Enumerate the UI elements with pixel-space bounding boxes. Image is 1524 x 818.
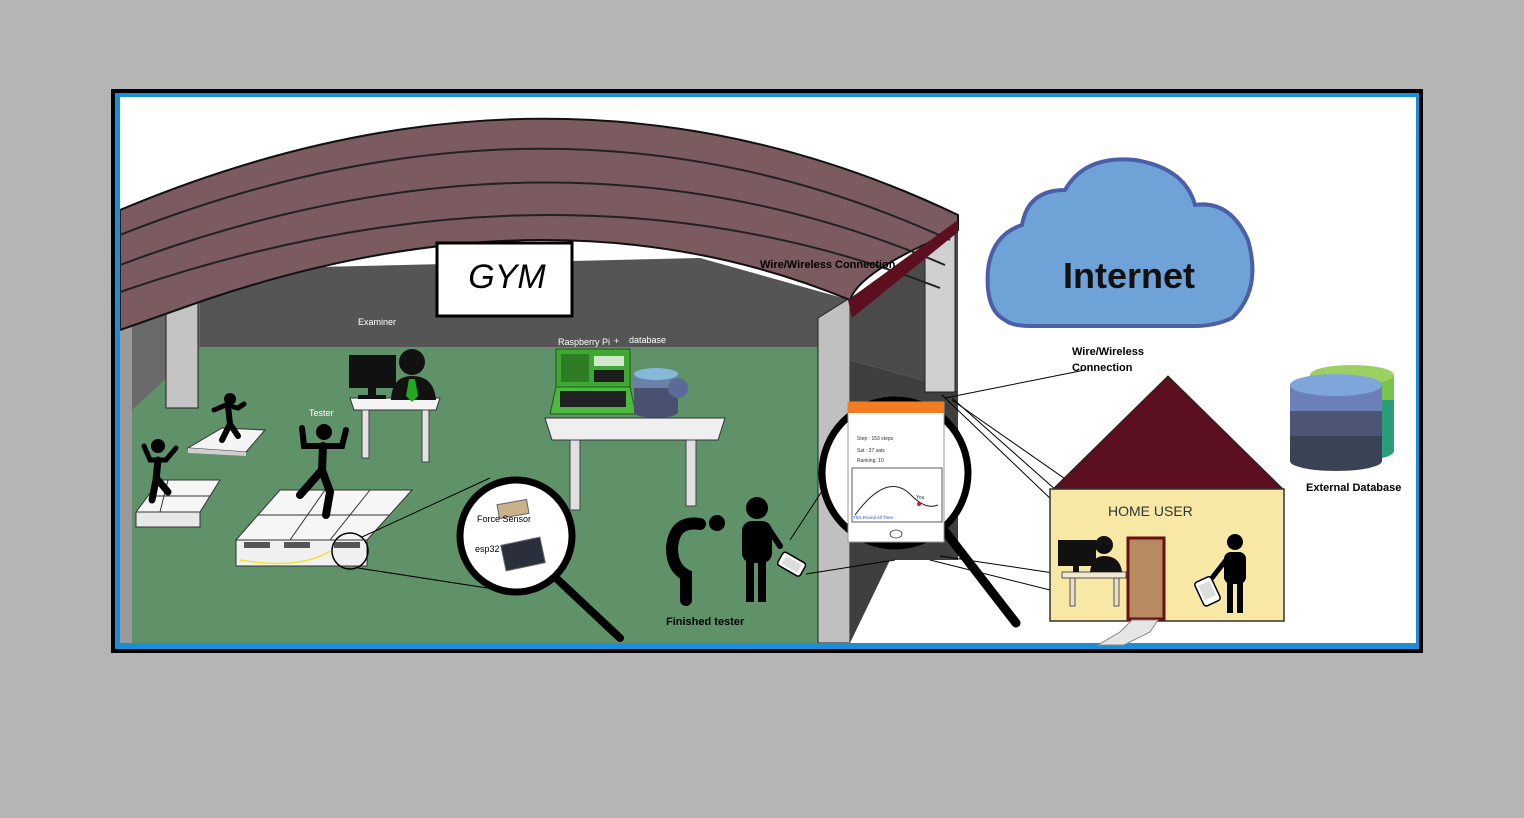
examiner-label: Examiner [358,317,396,327]
esp32-board [500,536,546,572]
internet-cloud-icon [985,157,1255,328]
phone-curve [854,486,939,516]
phone-magnifier-handle [939,525,1021,628]
sensor-magnifier-handle [552,574,624,642]
phone-screen: Step : 153 steps Sat : 37 sats Ranking: … [847,401,945,543]
house-door [1126,536,1166,621]
roof-line-1 [120,147,951,241]
back-pillar [165,299,199,409]
home-user-person-icon [1090,536,1122,572]
examiner-computer-icon [349,355,396,399]
back-dance-mat [186,427,267,456]
roof-line-2 [120,181,946,266]
right-front-pillar [924,231,956,393]
gym-sign [435,241,574,318]
roof-line-3 [120,214,941,293]
home-connection-label-line2: Connection [1072,362,1133,374]
tester-jumper-icon [296,424,349,519]
home-phone-icon [1194,575,1221,607]
raspberry-pi-laptop-icon [549,348,637,415]
phone-ranking-text: Ranking: 10 [857,458,884,464]
phone-sat-text: Sat : 37 sats [857,448,885,454]
home-user-label: HOME USER [1108,503,1193,519]
plus-label: + [614,336,619,346]
zoom-line-top [361,477,491,538]
roof-edge [848,220,958,318]
sensor-magnifier [456,476,576,596]
home-user-desk [1061,571,1127,607]
finished-tester-icon [742,497,783,602]
force-sensor-label: Force Sensor [477,514,531,524]
bowing-person-icon [665,515,725,606]
gym-sign-text: GYM [468,258,546,296]
left-jumper-icon [141,439,179,504]
finished-tester-label: Finished tester [666,616,745,628]
left-pillar [120,300,132,643]
examiner-person-icon [391,349,436,402]
external-database-icon [1290,365,1394,471]
external-database-label: External Database [1306,482,1401,494]
tester-label: Tester [309,408,334,418]
raspberry-pi-label: Raspberry Pi [558,337,610,347]
gym-exit-gap [850,560,958,643]
handheld-phone-icon [776,551,807,577]
zoom-line-bottom [357,567,501,591]
phone-footer-text: This Round All Time [853,515,894,520]
back-jumper-icon [211,393,247,443]
esp32-label: esp32 [475,544,500,554]
database-label: database [629,335,666,345]
raspberry-pi-table [544,417,726,511]
mat-zoom-origin [331,532,369,570]
force-sensor-chip [496,498,530,520]
gym-database-icon [634,368,688,418]
gym-connection-label: Wire/Wireless Connection [760,259,896,271]
internet-label: Internet [1063,255,1195,296]
home-phone-user-icon [1209,534,1246,613]
phone-step-text: Step : 153 steps [857,436,894,442]
phone-marker-text: You [916,495,925,501]
home-computer-icon [1058,540,1096,572]
house-path [1096,619,1159,646]
home-connection-label-line1: Wire/Wireless [1072,346,1144,358]
